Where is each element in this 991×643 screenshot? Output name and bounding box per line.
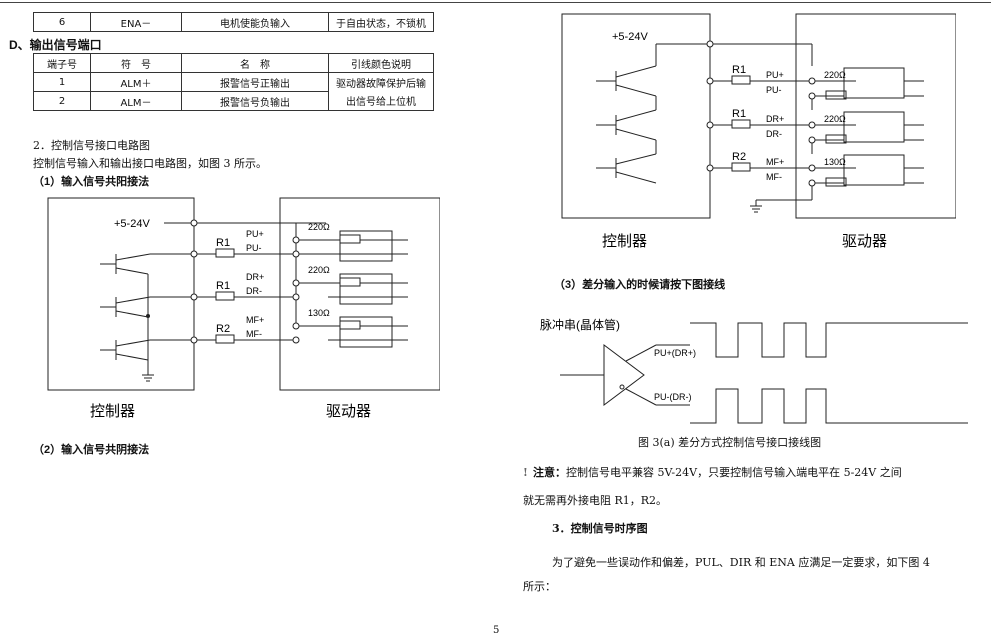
resistor-label: R1 (216, 280, 230, 292)
table-cell: 报警信号负输出 (181, 91, 329, 111)
table-cell: 电机使能负输入 (181, 12, 329, 32)
table-cell: 2 (33, 91, 91, 111)
differential-diagram: 脉冲串(晶体管) PU+(DR+) PU-(DR-) (540, 317, 968, 424)
circuit-diagram-common-anode: +5-24V R1 R1 R2 PU+ PU- DR+ DR- MF+ MF- … (47, 197, 440, 420)
supply-label: +5-24V (114, 218, 150, 230)
signal-label: MF+ (766, 157, 784, 167)
note-line-1: ! 注意：控制信号电平兼容 5V-24V，只要控制信号输入端电平在 5-24V 之… (523, 464, 902, 480)
table-cell: 驱动器故障保护后输 (328, 72, 434, 92)
table-cell: 报警信号正输出 (181, 72, 329, 92)
controller-label: 控制器 (602, 233, 647, 250)
ohm-label: 130Ω (308, 308, 330, 318)
signal-label: DR+ (766, 114, 784, 124)
table-row: 6 ENA－ 电机使能负输入 于自由状态，不锁机 (33, 12, 434, 32)
section-2-heading: 2．控制信号接口电路图 (33, 139, 150, 152)
signal-label: PU- (246, 243, 262, 253)
note-text: 控制信号电平兼容 5V-24V，只要控制信号输入端电平在 5-24V 之间 (566, 466, 902, 479)
supply-label: +5-24V (612, 31, 648, 43)
section-d-title: D、输出信号端口 (9, 38, 102, 52)
signal-label: MF+ (246, 315, 264, 325)
table-row: 2 ALM－ 报警信号负输出 出信号给上位机 (33, 91, 434, 111)
table-cell: 6 (33, 12, 91, 32)
top-table: 6 ENA－ 电机使能负输入 于自由状态，不锁机 (33, 12, 434, 32)
pulse-source-label: 脉冲串(晶体管) (540, 317, 620, 332)
table-cell: 出信号给上位机 (328, 91, 434, 111)
signal-label: PU+ (246, 229, 264, 239)
ohm-label: 220Ω (308, 222, 330, 232)
resistor-label: R1 (732, 108, 746, 120)
info-icon: ! (523, 466, 528, 479)
section-3-para-1: 为了避免一些误动作和偏差，PUL、DIR 和 ENA 应满足一定要求，如下图 4 (552, 556, 930, 569)
section-3-heading: 3．控制信号时序图 (552, 522, 648, 535)
table-header-row: 端子号 符 号 名 称 引线颜色说明 (33, 53, 434, 73)
ohm-label: 220Ω (824, 70, 846, 80)
figure-caption: 图 3(a) 差分方式控制信号接口接线图 (638, 436, 822, 449)
controller-label: 控制器 (90, 403, 135, 420)
resistor-label: R1 (732, 64, 746, 76)
table-row: 1 ALM＋ 报警信号正输出 驱动器故障保护后输 (33, 72, 434, 92)
signal-label: DR- (246, 286, 262, 296)
table-cell: ALM＋ (90, 72, 182, 92)
diff-positive-label: PU+(DR+) (654, 348, 696, 358)
output-port-table: 端子号 符 号 名 称 引线颜色说明 1 ALM＋ 报警信号正输出 驱动器故障保… (33, 53, 434, 111)
subheading-differential: （3）差分输入的时候请按下图接线 (554, 279, 726, 291)
note-label: 注意： (533, 466, 566, 479)
diff-negative-label: PU-(DR-) (654, 392, 692, 402)
ohm-label: 220Ω (824, 114, 846, 124)
ohm-label: 130Ω (824, 157, 846, 167)
signal-label: MF- (246, 329, 262, 339)
subheading-common-cathode: （2）输入信号共阴接法 (33, 444, 150, 456)
section-3-para-2: 所示： (523, 580, 556, 593)
note-line-2: 就无需再外接电阻 R1，R2。 (523, 494, 668, 507)
signal-label: MF- (766, 172, 782, 182)
signal-label: DR- (766, 129, 782, 139)
header-cell: 符 号 (90, 53, 182, 73)
table-cell: 于自由状态，不锁机 (328, 12, 434, 32)
table-cell: 1 (33, 72, 91, 92)
circuit-diagram-common-cathode: +5-24V R1 R1 R2 PU+ PU- DR+ DR- MF+ MF- … (561, 13, 956, 250)
top-rule (0, 2, 991, 3)
header-cell: 名 称 (181, 53, 329, 73)
driver-label: 驱动器 (326, 403, 371, 420)
signal-label: PU- (766, 85, 782, 95)
signal-label: DR+ (246, 272, 264, 282)
header-cell: 端子号 (33, 53, 91, 73)
resistor-label: R2 (732, 151, 746, 163)
page-number: 5 (493, 625, 500, 636)
subheading-common-anode: （1）输入信号共阳接法 (33, 176, 150, 188)
resistor-label: R1 (216, 237, 230, 249)
signal-label: PU+ (766, 70, 784, 80)
resistor-label: R2 (216, 323, 230, 335)
section-2-intro: 控制信号输入和输出接口电路图，如图 3 所示。 (33, 157, 267, 170)
ohm-label: 220Ω (308, 265, 330, 275)
table-cell: ALM－ (90, 91, 182, 111)
header-cell: 引线颜色说明 (328, 53, 434, 73)
table-cell: ENA－ (90, 12, 182, 32)
driver-label: 驱动器 (842, 233, 887, 250)
